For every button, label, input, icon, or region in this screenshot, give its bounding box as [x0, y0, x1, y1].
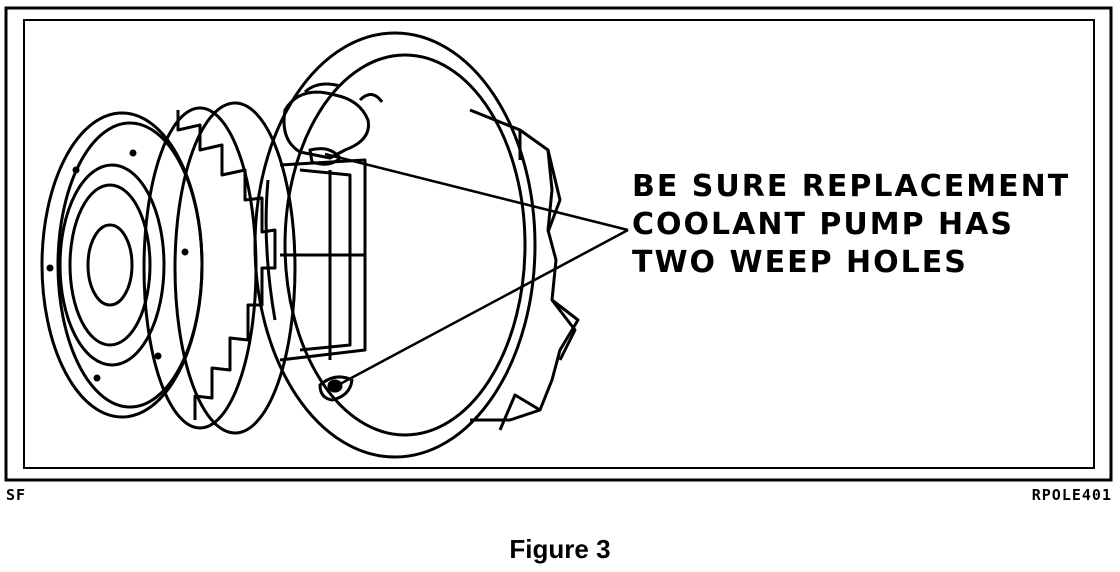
callout-line-1: BE SURE REPLACEMENT [632, 169, 1071, 204]
pump-pulley-front [142, 106, 258, 430]
pump-shaft-bore [86, 223, 134, 307]
pump-barrel [279, 158, 367, 362]
inner-frame [23, 19, 1095, 469]
figure-code-left: SF [6, 486, 27, 504]
leader-line-upper [324, 152, 629, 232]
figure-caption: Figure 3 [509, 534, 611, 564]
callout-text: BE SURE REPLACEMENT COOLANT PUMP HAS TWO… [632, 168, 1102, 282]
weep-hole-lower [318, 375, 354, 402]
outer-frame [4, 6, 1113, 482]
pulley-teeth [176, 110, 277, 420]
leader-line-lower [339, 228, 629, 386]
leader-lines [324, 152, 629, 386]
bolt-holes [46, 149, 189, 382]
coolant-pump-icon [40, 31, 580, 459]
callout-line-2: COOLANT PUMP HAS [632, 207, 1014, 242]
pump-pulley-rear [173, 101, 297, 435]
callout-line-3: TWO WEEP HOLES [632, 245, 968, 280]
pump-outlet [282, 90, 371, 160]
figure-code-right: RPOLE401 [1031, 486, 1112, 504]
